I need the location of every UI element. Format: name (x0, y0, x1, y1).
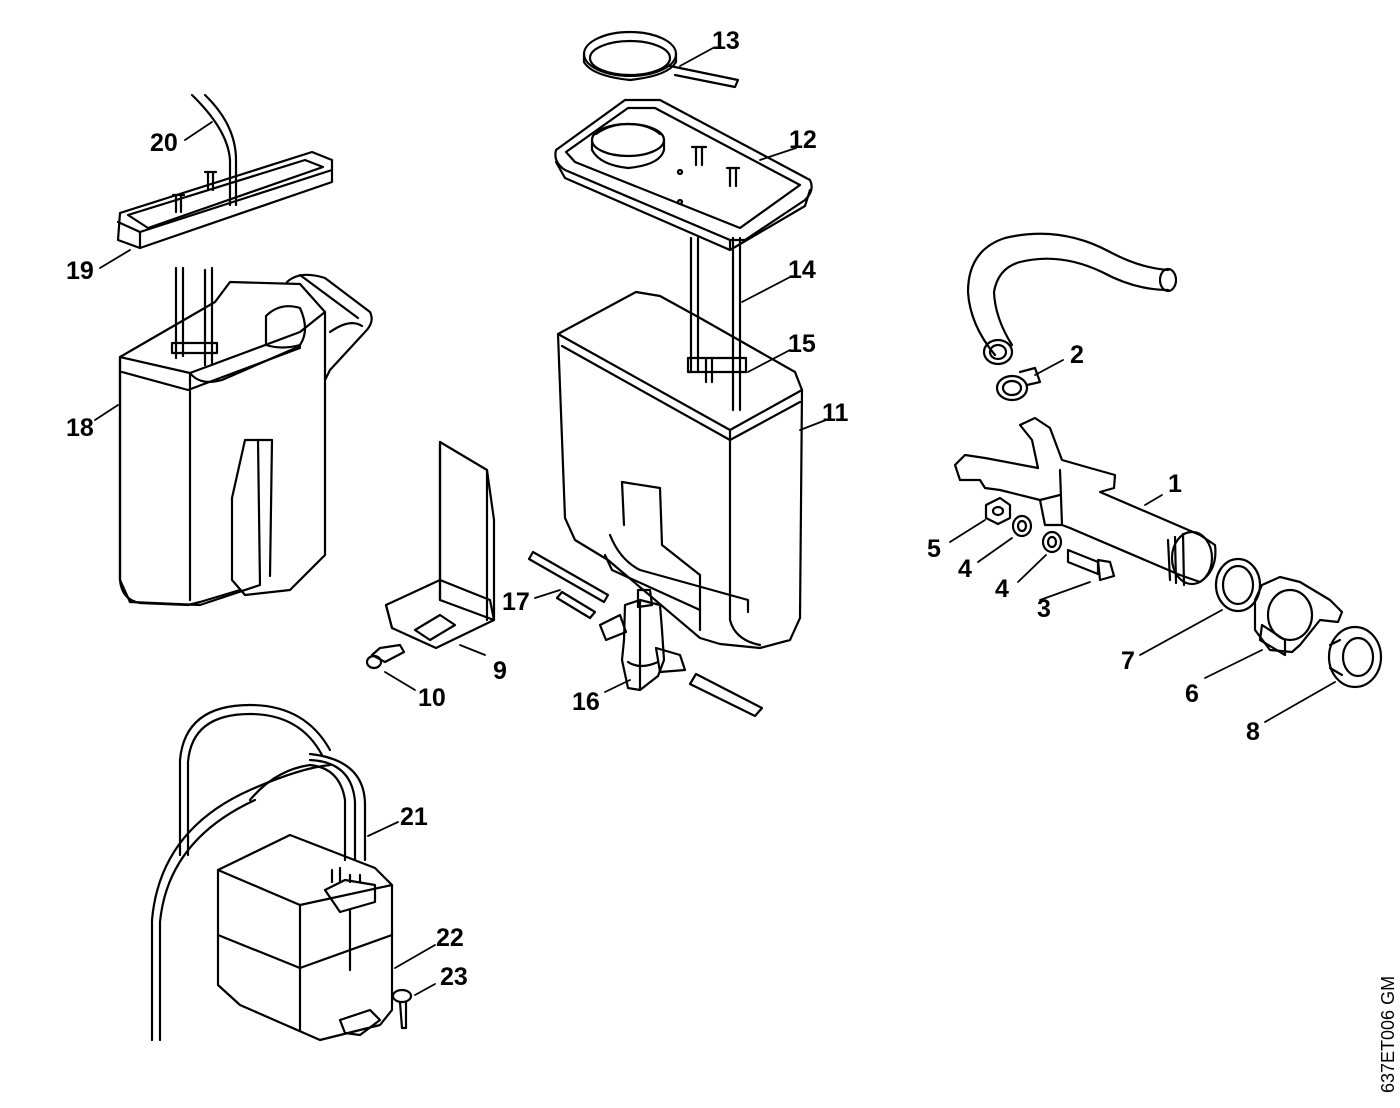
callout-11: 11 (822, 399, 849, 427)
tank-center (554, 30, 813, 650)
callout-3: 3 (1037, 595, 1051, 623)
pump (150, 703, 413, 1042)
valve (527, 550, 764, 718)
callout-9: 9 (493, 657, 507, 685)
callout-14: 14 (788, 256, 816, 284)
bracket (365, 440, 496, 670)
callout-13: 13 (712, 27, 740, 55)
callout-2: 2 (1070, 341, 1084, 369)
callout-16: 16 (572, 688, 600, 716)
callout-17: 17 (502, 588, 530, 616)
callout-21: 21 (400, 803, 428, 831)
callout-23: 23 (440, 963, 468, 991)
callout-6: 6 (1185, 680, 1199, 708)
callout-15: 15 (788, 330, 816, 358)
callout-1: 1 (1168, 470, 1182, 498)
callout-7: 7 (1121, 647, 1135, 675)
leader-lines (94, 47, 1336, 996)
callout-10: 10 (418, 684, 446, 712)
callout-labels: 1 2 3 4 4 5 6 7 8 9 10 11 12 13 14 15 16… (66, 27, 1260, 991)
tank-left (116, 93, 373, 607)
callout-5: 5 (927, 535, 941, 563)
callout-22: 22 (436, 924, 464, 952)
callout-20: 20 (150, 129, 178, 157)
callout-19: 19 (66, 257, 94, 285)
callout-18: 18 (66, 414, 94, 442)
callout-12: 12 (789, 126, 817, 154)
callout-8: 8 (1246, 718, 1260, 746)
callout-4b: 4 (995, 575, 1009, 603)
filler-assembly (953, 232, 1383, 689)
drawing-code: 637ET006 GM (1378, 976, 1398, 1093)
callout-4a: 4 (958, 555, 972, 583)
